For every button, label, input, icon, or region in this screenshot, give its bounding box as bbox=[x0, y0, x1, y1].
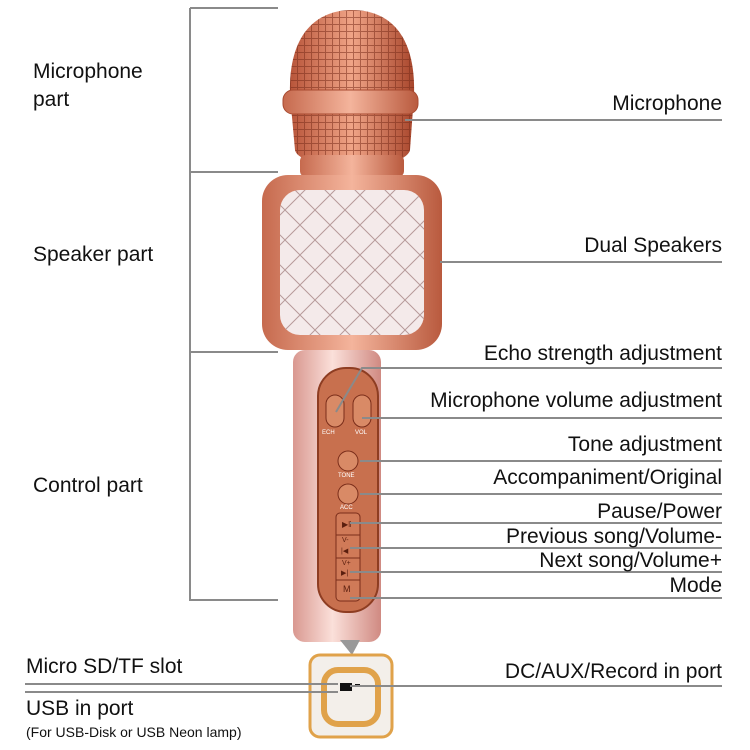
acc-button-label: ACC bbox=[340, 505, 353, 511]
microphone-part-line1: Microphone bbox=[33, 60, 143, 83]
vol-button-label: VOL bbox=[355, 430, 368, 436]
mode-label: Mode bbox=[669, 574, 722, 597]
mode-button-label: M bbox=[343, 584, 351, 594]
echo-label: Echo strength adjustment bbox=[483, 342, 722, 365]
dc-aux-label: DC/AUX/Record in port bbox=[504, 660, 722, 683]
speaker-part-label: Speaker part bbox=[33, 243, 154, 266]
usb-note-label: (For USB-Disk or USB Neon lamp) bbox=[26, 724, 242, 740]
microphone-part-label: Microphone part bbox=[33, 60, 143, 112]
section-bracket bbox=[189, 7, 278, 601]
svg-text:|◀: |◀ bbox=[341, 548, 349, 555]
bottom-port-view bbox=[308, 653, 394, 739]
pointer-lines bbox=[25, 119, 722, 693]
microphone-handle: ▶‖ |◀ ▶| bbox=[293, 350, 381, 655]
microphone-label: Microphone bbox=[612, 92, 722, 115]
micro-sd-slot-label: Micro SD/TF slot bbox=[26, 655, 183, 678]
mic-volume-label: Microphone volume adjustment bbox=[430, 389, 722, 412]
svg-text:▶‖: ▶‖ bbox=[342, 520, 351, 529]
dual-speakers-label: Dual Speakers bbox=[584, 234, 722, 257]
tone-button-label: TONE bbox=[338, 473, 355, 479]
v-minus-button-label: V- bbox=[342, 537, 349, 544]
microphone-head bbox=[282, 10, 419, 177]
speaker-box bbox=[262, 175, 442, 350]
pause-power-label: Pause/Power bbox=[597, 500, 722, 523]
ech-button-label: ECH bbox=[322, 430, 335, 436]
control-part-label: Control part bbox=[33, 474, 143, 497]
svg-text:▶|: ▶| bbox=[341, 570, 348, 577]
microphone-part-line2: part bbox=[33, 88, 70, 111]
accompaniment-label: Accompaniment/Original bbox=[493, 466, 722, 489]
usb-in-port-label: USB in port bbox=[26, 697, 134, 720]
tone-label: Tone adjustment bbox=[567, 433, 722, 456]
previous-label: Previous song/Volume- bbox=[506, 525, 722, 548]
next-label: Next song/Volume+ bbox=[539, 549, 722, 572]
v-plus-button-label: V+ bbox=[342, 560, 351, 567]
